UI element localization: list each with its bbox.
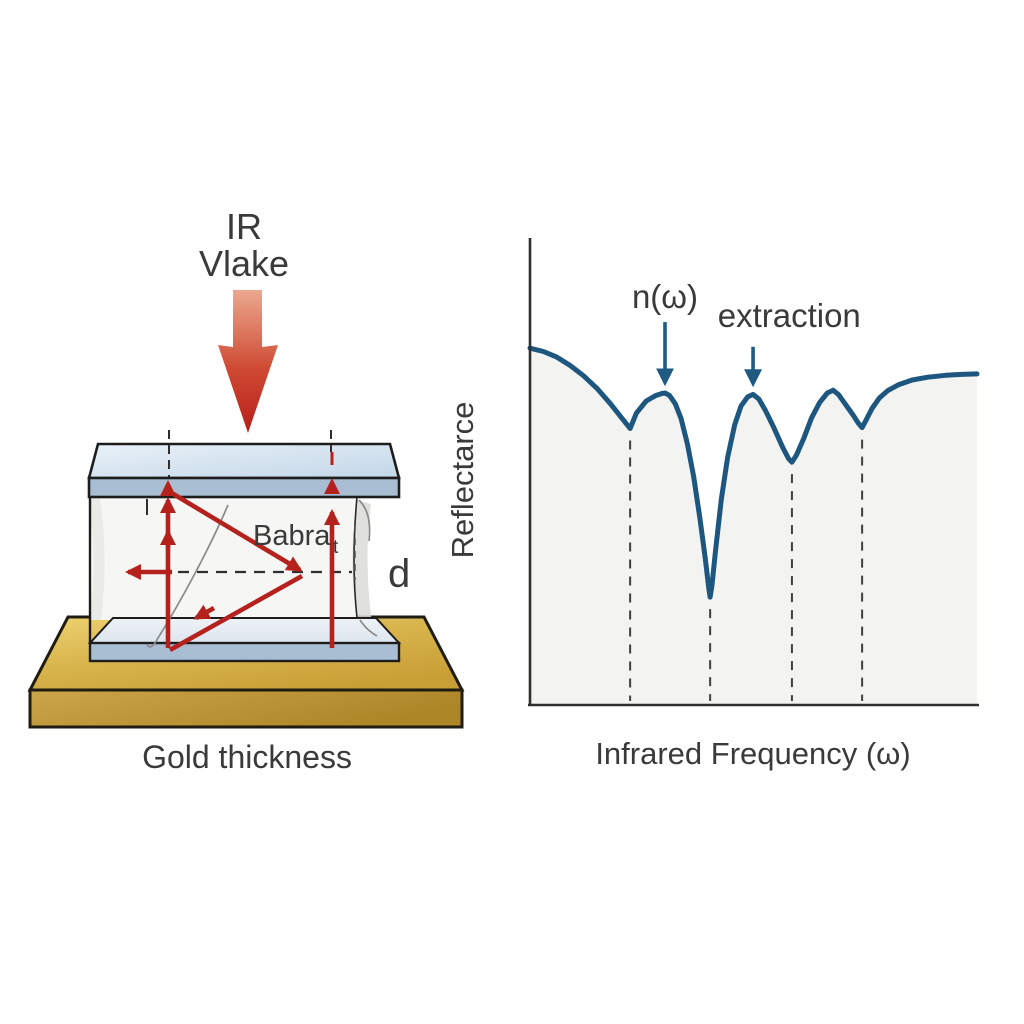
- chart-plot-area: n(ω) extraction: [527, 278, 980, 705]
- beam-diagonal-return: [168, 573, 304, 653]
- x-axis-label: Infrared Frequency (ω): [595, 736, 910, 771]
- curve-underfill: [530, 348, 977, 705]
- gold-front-face: [28, 688, 464, 729]
- cavity-label: Babra: [253, 520, 331, 552]
- cavity-body: [89, 497, 357, 620]
- crack-right-top: [358, 499, 371, 542]
- cavity-right-shadow: [352, 500, 374, 634]
- beam-diagonal-return-arrow: [193, 604, 216, 621]
- bottom-window-top-face: [87, 617, 402, 644]
- reflectance-chart: n(ω) extraction Reflectarce Infrared Freq…: [445, 238, 980, 771]
- sample-diagram: IR Vlake: [27, 206, 465, 775]
- beam-paths: [125, 452, 340, 653]
- top-window-top-face: [87, 442, 401, 480]
- incident-ir-arrow-icon: [218, 290, 278, 433]
- gold-thickness-caption: Gold thickness: [142, 739, 352, 775]
- bottom-window: [87, 617, 402, 663]
- beam-diagonal-down: [168, 490, 303, 572]
- thickness-d-label: d: [388, 552, 410, 596]
- sketch-crack-lines: [146, 499, 378, 648]
- ir-wave-label-line2: Vlake: [199, 243, 289, 284]
- y-axis-label: Reflectarce: [445, 402, 480, 559]
- top-window-front-face: [87, 476, 401, 499]
- top-window: [87, 442, 401, 499]
- crack-right-bottom: [359, 619, 378, 637]
- cavity-labels: Babra t d: [253, 520, 410, 596]
- cavity-label-subscript: t: [333, 537, 339, 558]
- bottom-window-front-face: [88, 641, 401, 663]
- construction-dashes: [140, 430, 356, 580]
- cavity-right-edge: [353, 496, 358, 619]
- crack-left: [146, 504, 229, 648]
- annotation-label: extraction: [718, 297, 861, 334]
- cavity-left-shadow: [89, 497, 105, 620]
- etalon-cavity: [88, 496, 374, 643]
- reflectance-curve: [527, 345, 980, 600]
- annotation-label: n(ω): [632, 278, 698, 315]
- ir-wave-label-line1: IR: [226, 206, 262, 247]
